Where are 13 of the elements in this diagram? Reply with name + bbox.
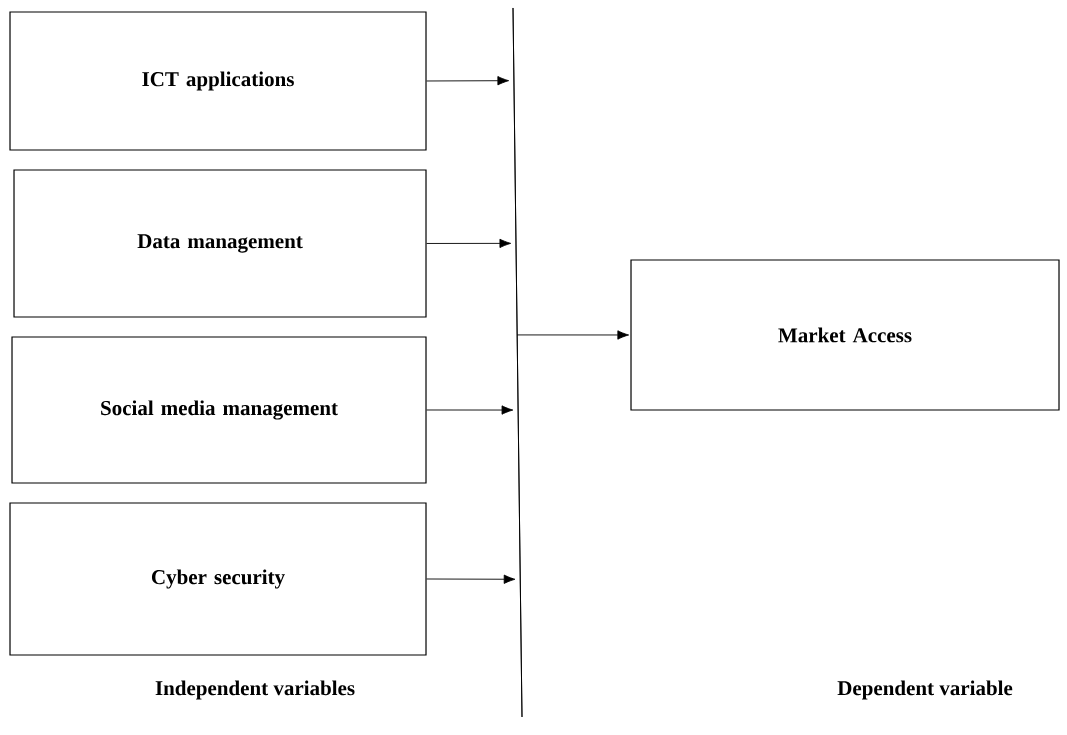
variable-box: Cyber security [9, 502, 427, 656]
variable-box: Market Access [630, 259, 1060, 411]
variable-box: Social media management [11, 336, 427, 484]
arrow [516, 330, 630, 340]
axis-label: Independent variables [155, 680, 355, 700]
arrow [426, 76, 510, 86]
variable-box: ICT applications [9, 11, 427, 151]
divider-line [512, 7, 523, 718]
variable-box: Data management [13, 169, 427, 318]
arrow [426, 405, 514, 415]
arrow [426, 574, 516, 584]
axis-label: Dependent variable [837, 680, 1013, 700]
arrow [426, 238, 512, 249]
